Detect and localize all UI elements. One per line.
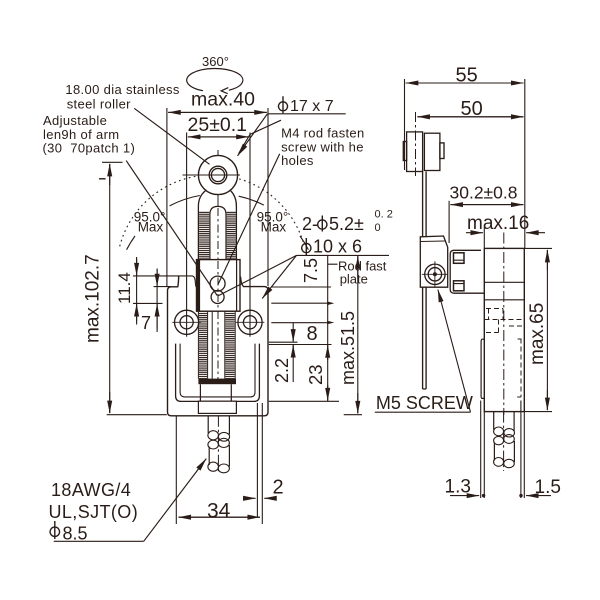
- svg-text:Max: Max: [138, 219, 164, 234]
- svg-text:M4 rod fasten: M4 rod fasten: [281, 126, 364, 141]
- svg-text:UL,SJT(O): UL,SJT(O): [49, 502, 139, 522]
- svg-text:plate: plate: [340, 272, 368, 287]
- svg-text:max.40: max.40: [191, 89, 255, 111]
- svg-text:screw with he: screw with he: [281, 139, 364, 154]
- svg-text:95.0°: 95.0°: [257, 209, 289, 224]
- svg-text:Adjustable: Adjustable: [43, 113, 107, 128]
- svg-text:max.102.7: max.102.7: [83, 254, 104, 343]
- svg-text:0: 0: [375, 222, 381, 234]
- svg-text:M5 SCREW: M5 SCREW: [376, 393, 473, 413]
- svg-text:(30 70patch 1): (30 70patch 1): [43, 141, 136, 156]
- svg-text:23: 23: [305, 364, 326, 385]
- svg-text:50: 50: [461, 98, 483, 120]
- svg-text:10 x 6: 10 x 6: [313, 237, 362, 257]
- svg-text:Max: Max: [261, 219, 287, 234]
- svg-text:18AWG/4: 18AWG/4: [51, 480, 131, 500]
- svg-text:1.5: 1.5: [535, 477, 561, 498]
- svg-text:0. 2: 0. 2: [375, 209, 393, 221]
- svg-text:55: 55: [456, 65, 478, 87]
- svg-text:25±0.1: 25±0.1: [188, 114, 248, 136]
- svg-text:holes: holes: [281, 153, 314, 168]
- svg-text:18.00 dia stainless: 18.00 dia stainless: [65, 82, 179, 97]
- svg-text:len9h of arm: len9h of arm: [43, 127, 119, 142]
- svg-text:max.16: max.16: [467, 213, 529, 234]
- svg-text:5.2±: 5.2±: [329, 214, 364, 234]
- svg-text:2.2: 2.2: [272, 358, 292, 383]
- svg-text:360°: 360°: [202, 54, 229, 69]
- svg-text:7.5: 7.5: [301, 258, 321, 283]
- svg-text:max.51.5: max.51.5: [338, 311, 358, 385]
- svg-text:1.3: 1.3: [445, 477, 471, 498]
- svg-text:Rod fast: Rod fast: [338, 259, 387, 274]
- svg-text:7: 7: [141, 313, 151, 333]
- svg-text:2: 2: [273, 477, 284, 499]
- svg-text:95.0°: 95.0°: [134, 209, 166, 224]
- svg-text:30.2±0.8: 30.2±0.8: [450, 183, 518, 203]
- svg-text:steel roller: steel roller: [67, 96, 131, 111]
- svg-text:8.5: 8.5: [63, 524, 88, 544]
- svg-text:8: 8: [307, 323, 318, 345]
- svg-text:max.65: max.65: [527, 303, 548, 365]
- svg-text:17 x 7: 17 x 7: [290, 98, 334, 115]
- svg-text:11.4: 11.4: [115, 272, 134, 304]
- svg-text:34: 34: [207, 500, 231, 523]
- svg-text:2-: 2-: [302, 214, 318, 234]
